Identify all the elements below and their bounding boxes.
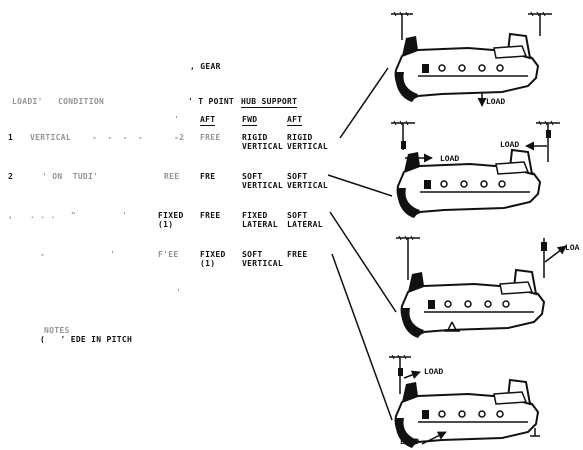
- row1-leader-dots: - - - -: [92, 133, 144, 142]
- row3-hub-aft-1: SOFT: [287, 211, 308, 220]
- helicopter-fig-1: [339, 11, 552, 139]
- row3-hub-fwd-2: LATERAL: [242, 220, 278, 229]
- load-label-fig2-fwd: LOAD: [440, 155, 459, 164]
- row2-hub-aft-1: SOFT: [287, 172, 308, 181]
- hub-support-header: HUB SUPPORT: [241, 97, 298, 108]
- row3-hub-aft-2: LATERAL: [287, 220, 323, 229]
- row3-condition: . . . ": [30, 211, 77, 220]
- row1-hub-aft-1: RIGID: [287, 133, 313, 142]
- row4-gear-fwd: F'EE: [158, 250, 179, 259]
- helicopter-fig-2: [327, 120, 560, 219]
- row4-leader-dots: ': [110, 250, 116, 259]
- row4-hub-fwd-2: VERTICAL: [242, 259, 283, 268]
- row1-condition: VERTICAL: [30, 133, 71, 142]
- gear-aft-subheader: AFT: [200, 115, 216, 126]
- row3-hub-fwd-1: FIXED: [242, 211, 268, 220]
- load-label-fig2-aft: LOAD: [500, 141, 519, 150]
- row1-hub-aft-2: VERTICAL: [287, 142, 328, 151]
- load-label-fig4-up: LOAD: [424, 368, 443, 377]
- notes-line-1: ( ' EDE IN PITCH: [40, 335, 133, 344]
- row2-hub-aft-2: VERTICAL: [287, 181, 328, 190]
- hub-aft-subheader: AFT: [287, 115, 303, 126]
- gear-header-line1: , GEAR: [190, 62, 221, 71]
- load-label-fig3: LOA: [565, 244, 580, 253]
- row2-number: 2: [8, 172, 14, 181]
- helicopter-fig-3: [329, 211, 567, 339]
- loading-condition-header: LOADI' CONDITION: [12, 97, 105, 106]
- load-label-fig1: LOAD: [486, 98, 505, 107]
- row1-gear-aft: FREE: [200, 133, 221, 142]
- notes-title: NOTES: [44, 326, 70, 335]
- row1-hub-fwd-2: VERTICAL: [242, 142, 283, 151]
- row2-hub-fwd-2: VERTICAL: [242, 181, 283, 190]
- row4-gear-aft-note: (1): [200, 259, 216, 268]
- hub-fwd-subheader: FWD: [242, 115, 258, 126]
- row4-hub-aft-1: FREE: [287, 250, 308, 259]
- row4-hub-fwd-1: SOFT: [242, 250, 263, 259]
- stray-mark: ': [176, 288, 182, 297]
- row1-number: 1: [8, 133, 14, 142]
- row3-leader-dots: ': [122, 211, 128, 220]
- row4-gear-aft: FIXED: [200, 250, 226, 259]
- gear-header-line2: ' T POINT: [188, 97, 235, 106]
- row1-hub-fwd-1: RIGID: [242, 133, 268, 142]
- helicopter-fig-4: [331, 253, 540, 449]
- row2-gear-aft: FRE: [200, 172, 216, 181]
- load-label-fig4-down: LOAD: [400, 438, 419, 447]
- row3-gear-fwd: FIXED: [158, 211, 184, 220]
- row2-hub-fwd-1: SOFT: [242, 172, 263, 181]
- row3-gear-fwd-note: (1): [158, 220, 174, 229]
- row3-number: ,: [8, 211, 14, 220]
- row4-condition: -: [40, 250, 46, 259]
- row3-gear-aft: FREE: [200, 211, 221, 220]
- row2-gear-fwd: REE: [164, 172, 180, 181]
- row2-condition: ' ON TUDI': [42, 172, 99, 181]
- row1-gear-fwd: -2: [174, 133, 185, 142]
- gear-fwd-subheader: ': [174, 115, 180, 124]
